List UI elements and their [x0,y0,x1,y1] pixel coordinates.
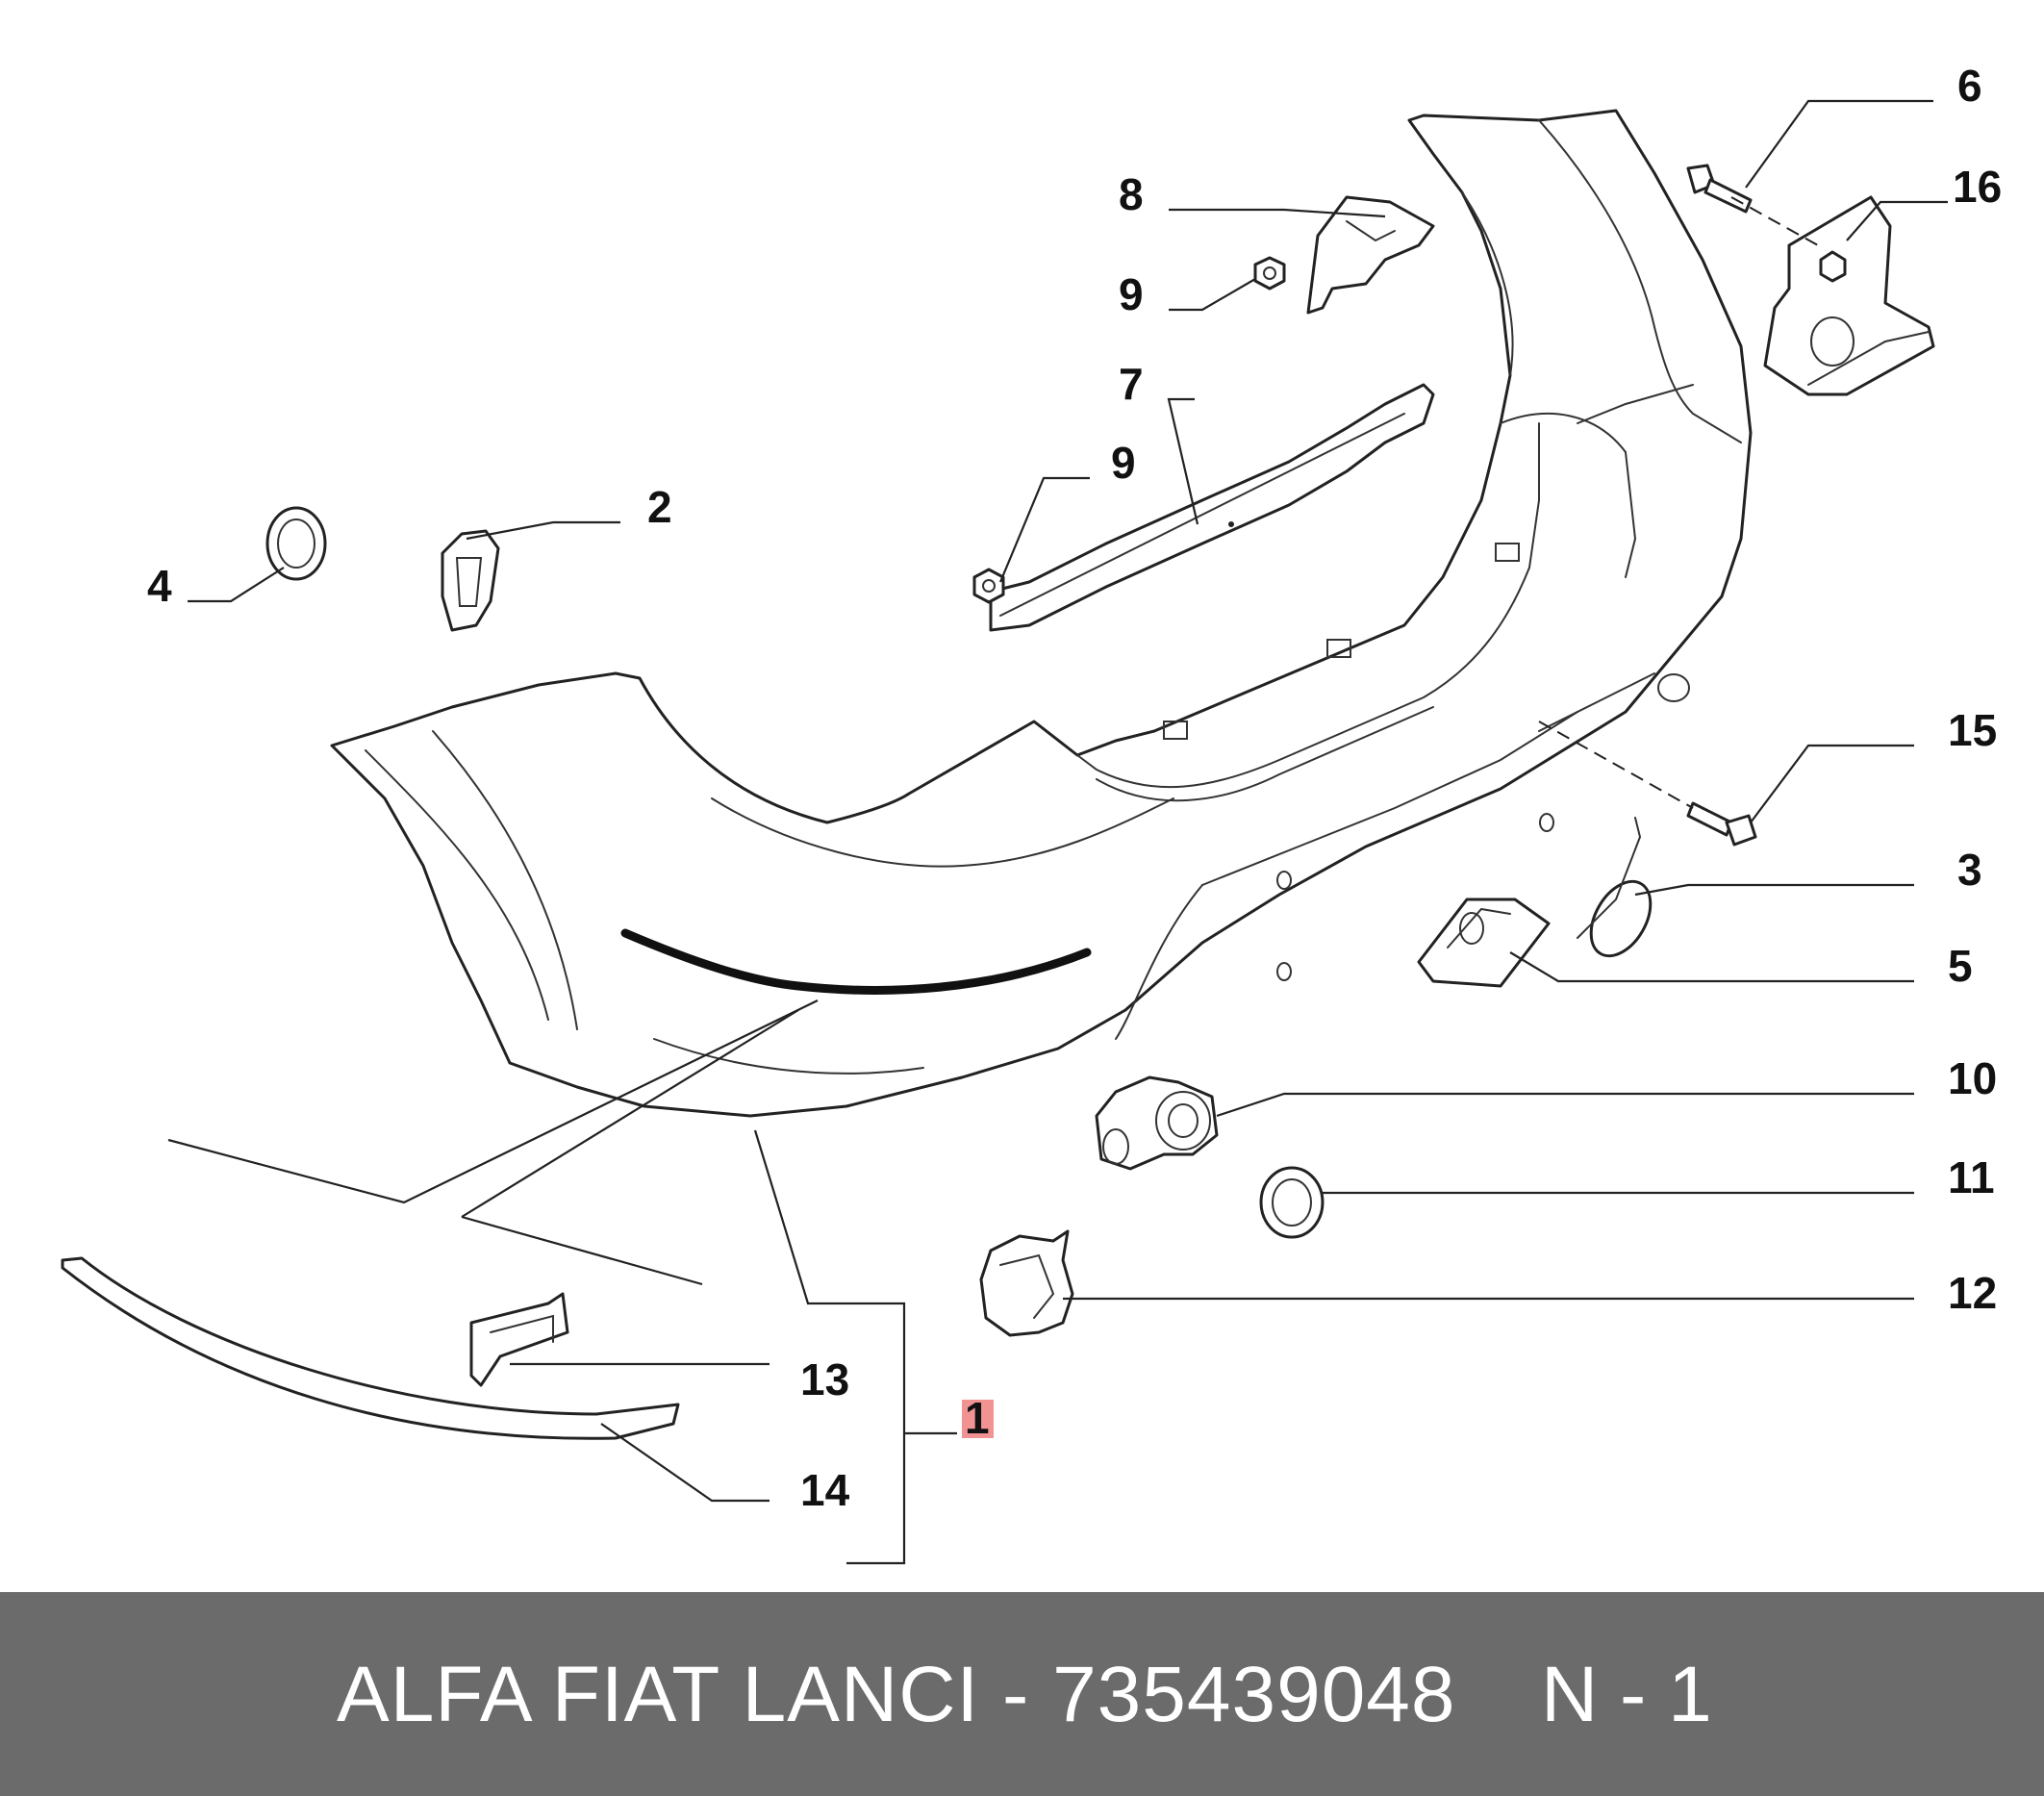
part-2-clip [441,529,500,632]
callout-5: 5 [1948,941,1973,991]
bumper-cover [330,109,1753,1118]
footer-bar: ALFA FIAT LANCI - 735439048 N - 1 [0,1592,2044,1796]
part-13-clip [469,1292,569,1387]
callout-15: 15 [1948,705,1997,755]
part-3-tow-cover [1577,817,1653,958]
callout-7: 7 [1119,359,1144,409]
callout-14: 14 [800,1465,850,1515]
callout-8: 8 [1119,169,1144,219]
callout-10: 10 [1948,1053,1997,1103]
part-12-sensor-holder [979,1229,1074,1337]
callout-1: 1 [965,1393,990,1443]
parts-diagram: 6 16 8 9 7 9 2 4 15 3 5 10 11 12 13 14 1 [61,61,2002,1565]
highlight-box [962,1400,994,1438]
callout-13: 13 [800,1354,849,1404]
part-9-nut-lower [972,568,1005,604]
callout-11: 11 [1948,1152,1995,1202]
callout-2: 2 [647,482,672,532]
part-4-grommet [265,506,327,581]
leader-lines [167,99,1948,1565]
page-indicator: N - 1 [1541,1651,1712,1738]
part-number-title: ALFA FIAT LANCI - 735439048 [337,1651,1456,1738]
part-6-bolt [1686,164,1753,214]
callout-9-lower: 9 [1111,438,1136,488]
callout-4: 4 [147,561,172,611]
callout-12: 12 [1948,1268,1997,1318]
part-8-bracket [1306,195,1435,315]
callout-6: 6 [1957,61,1982,111]
part-5-license-lamp [1417,898,1551,988]
part-16-bracket [1763,195,1935,396]
part-15-bolt [1686,801,1757,847]
part-7-bracket [989,383,1435,632]
part-14-strip [61,1256,680,1440]
part-9-nut-upper [1253,256,1286,291]
callout-3: 3 [1957,845,1982,895]
callout-16: 16 [1953,162,2002,212]
part-11-sensor-ring [1259,1166,1325,1239]
callout-9-upper: 9 [1119,269,1144,319]
part-10-parking-sensor [1095,1075,1219,1171]
